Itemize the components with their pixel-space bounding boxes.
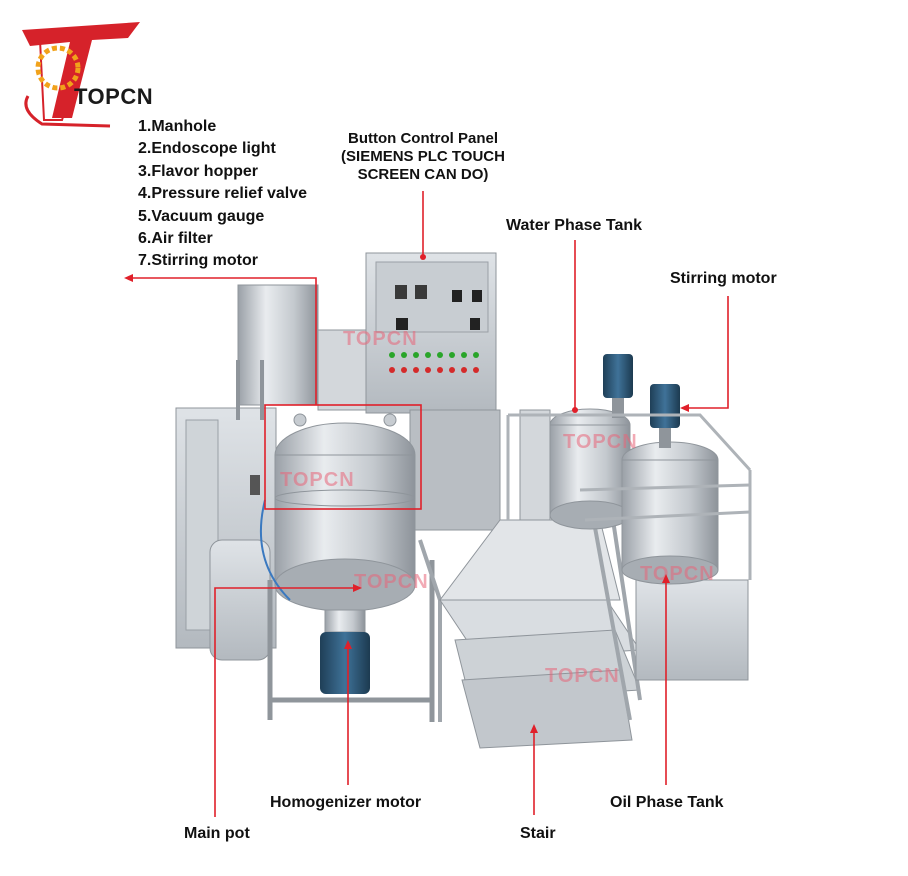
oil-phase-tank-label: Oil Phase Tank (610, 794, 724, 811)
homogenizer-motor (320, 609, 370, 694)
accessory-item: 1.Manhole (138, 118, 217, 135)
watermark-text: TOPCN (640, 563, 715, 585)
railings (506, 413, 752, 580)
watermarks: TOPCN TOPCN TOPCN TOPCN TOPCN TOPCN (280, 328, 715, 687)
callout-arrowheads (124, 254, 689, 733)
control-panel-label-line: Button Control Panel (348, 130, 498, 147)
watermark-text: TOPCN (354, 571, 429, 593)
topcn-logo-mark (22, 22, 140, 128)
accessory-item: 4.Pressure relief valve (138, 185, 308, 203)
main-pot-callout-line (214, 587, 357, 817)
control-panel-label: Button Control Panel (SIEMENS PLC TOUCH … (323, 130, 523, 184)
watermark-text: TOPCN (343, 328, 418, 350)
stirring-motor-callout-line (682, 296, 729, 409)
accessory-item: 7.Stirring motor (138, 252, 259, 270)
watermark-text: TOPCN (280, 469, 355, 491)
stair-platform (439, 499, 642, 749)
control-panel-cabinet (365, 252, 501, 531)
accessory-callout-line (130, 277, 317, 405)
water-phase-tank (549, 408, 631, 530)
right-cabinet (519, 409, 749, 681)
main-pot-label: Main pot (184, 825, 250, 842)
brand-name: TOPCN (74, 84, 154, 109)
main-pot (250, 413, 416, 612)
accessory-item: 5.Vacuum gauge (138, 207, 265, 225)
accessory-item: 2.Endoscope light (138, 140, 276, 158)
accessory-item: 6.Air filter (138, 230, 213, 248)
control-panel-label-line: SCREEN CAN DO) (357, 166, 489, 183)
callout-lines (130, 191, 729, 817)
watermark-text: TOPCN (563, 431, 638, 453)
stirring-motors (603, 354, 680, 448)
control-panel-label-line: (SIEMENS PLC TOUCH (341, 148, 505, 165)
accessory-highlight-box (264, 404, 422, 510)
main-frame (175, 284, 374, 661)
watermark-text: TOPCN (545, 665, 620, 687)
accessory-list: 1.Manhole 2.Endoscope light 3.Flavor hop… (138, 116, 307, 273)
accessory-item: 3.Flavor hopper (138, 162, 259, 180)
homogenizer-motor-label: Homogenizer motor (270, 794, 422, 811)
water-phase-tank-label: Water Phase Tank (506, 217, 643, 234)
stirring-motor-label: Stirring motor (670, 270, 777, 287)
stair-label: Stair (520, 825, 556, 842)
